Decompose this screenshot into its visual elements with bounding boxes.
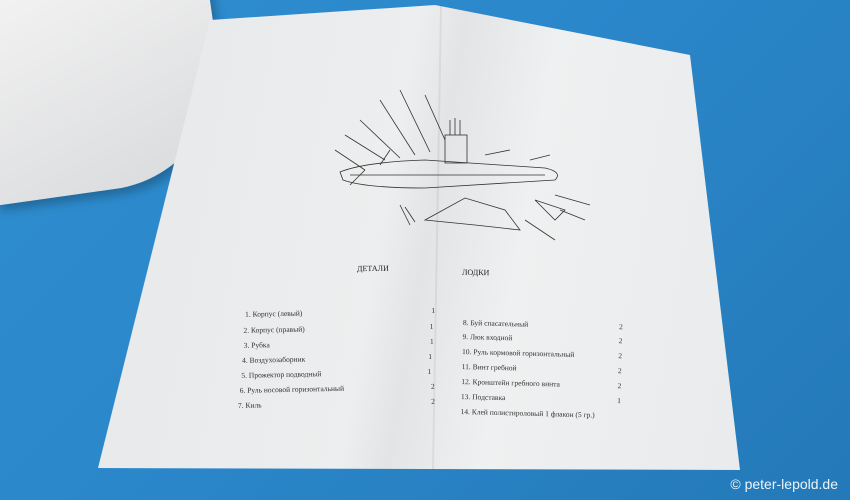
part-label: 11. Винт гребной	[461, 361, 517, 373]
part-label: 9. Люк входной	[462, 331, 513, 343]
part-label: 8. Буй спасательный	[462, 318, 529, 329]
part-qty: 1	[427, 366, 432, 376]
part-qty: 1	[429, 336, 434, 346]
part-qty: 1	[617, 396, 622, 406]
part-label: 4. Воздухозаборник	[241, 354, 306, 365]
part-qty: 2	[618, 322, 623, 332]
part-qty: 1	[429, 321, 434, 331]
part-qty: 1	[431, 305, 436, 315]
part-qty: 2	[617, 381, 622, 391]
part-label: 13. Подставка	[460, 391, 506, 403]
part-label: 3. Рубка	[243, 340, 270, 350]
part-label: 7. Киль	[237, 400, 262, 410]
parts-header-right: ЛОДКИ	[461, 267, 490, 278]
part-label: 1. Корпус (левый)	[244, 308, 303, 319]
parts-header-left: ДЕТАЛИ	[356, 263, 389, 274]
part-label: 2. Корпус (правый)	[243, 324, 305, 335]
part-label: 5. Прожектор подводный	[241, 369, 322, 380]
part-qty: 2	[617, 366, 622, 376]
part-qty: 1	[428, 351, 433, 361]
submarine-exploded-diagram	[334, 89, 591, 241]
watermark: © peter-lepold.de	[730, 476, 838, 492]
part-qty: 2	[431, 396, 436, 406]
part-qty: 2	[618, 336, 623, 346]
part-qty: 2	[430, 381, 435, 391]
part-qty: 2	[618, 351, 623, 361]
